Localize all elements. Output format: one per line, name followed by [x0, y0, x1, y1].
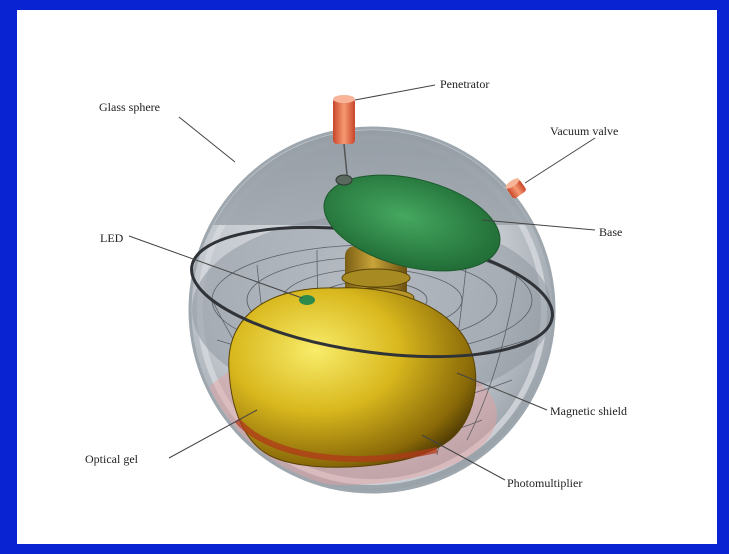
label-led: LED — [100, 231, 123, 245]
led-chip — [299, 295, 315, 305]
label-vacuum-valve: Vacuum valve — [550, 124, 618, 138]
label-photomultiplier: Photomultiplier — [507, 476, 582, 490]
label-magnetic-shield: Magnetic shield — [550, 404, 627, 418]
label-optical-gel: Optical gel — [85, 452, 138, 466]
label-penetrator: Penetrator — [440, 77, 489, 91]
label-glass-sphere: Glass sphere — [99, 100, 160, 114]
label-base: Base — [599, 225, 622, 239]
diagram-panel: Penetrator Glass sphere Vacuum valve LED… — [17, 10, 717, 544]
